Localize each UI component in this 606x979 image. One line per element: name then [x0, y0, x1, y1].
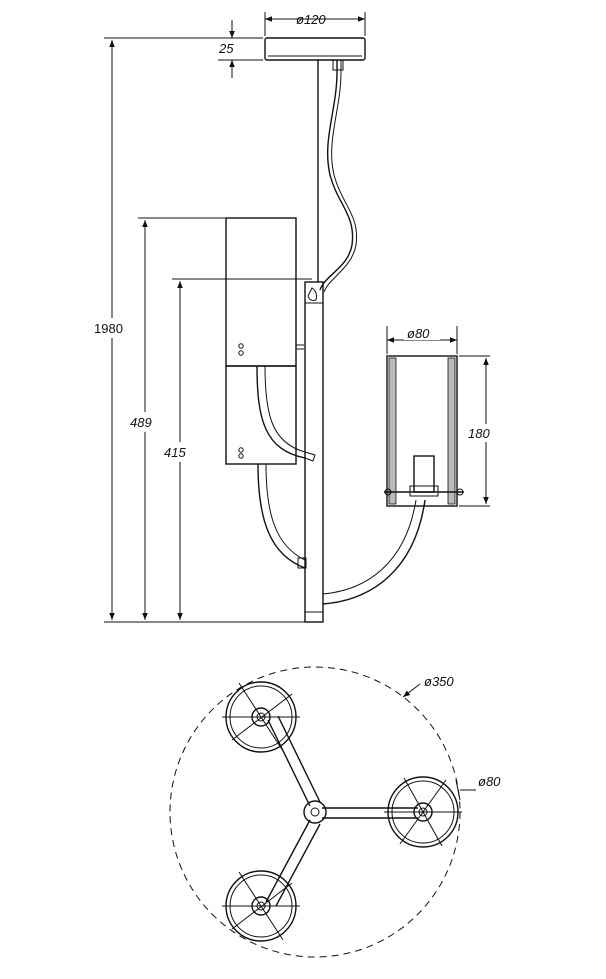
- lower-height-dimension: 415: [162, 278, 312, 620]
- canopy-width-dimension: ø120: [264, 12, 366, 36]
- elevation-view: ø120 25 1980 489: [90, 12, 500, 623]
- right-arm: [322, 499, 426, 605]
- span-diameter-label: ø350: [424, 674, 454, 689]
- back-shade-lower: [225, 365, 297, 465]
- right-lamp-socket: [413, 455, 435, 493]
- canopy-diameter-label: ø120: [296, 12, 326, 27]
- plan-shade-bottom-left: [222, 870, 300, 942]
- plan-hub: [303, 800, 327, 824]
- central-stem: [304, 281, 324, 623]
- lower-left-arm: [257, 463, 306, 569]
- back-arm: [256, 365, 306, 459]
- right-shade-diameter-label: ø80: [407, 326, 430, 341]
- back-shade-upper: [225, 217, 297, 367]
- total-height-label: 1980: [94, 321, 123, 336]
- plan-shade-right: [384, 776, 462, 848]
- plan-arms: [265, 715, 418, 907]
- plan-view: ø350: [169, 666, 501, 958]
- plan-shade-diameter-label: ø80: [478, 774, 501, 789]
- lower-height-label: 415: [164, 445, 186, 460]
- canopy-height-dimension: 25: [218, 20, 263, 78]
- canopy-height-label: 25: [218, 41, 234, 56]
- upper-height-label: 489: [130, 415, 152, 430]
- right-shade-width-dimension: ø80: [386, 326, 458, 354]
- upper-height-dimension: 489: [128, 217, 226, 620]
- canopy: [264, 37, 366, 61]
- right-shade-height-label: 180: [468, 426, 490, 441]
- right-shade-height-dimension: 180: [459, 355, 500, 507]
- power-cord: [319, 60, 354, 291]
- plan-shade-top-left: [222, 681, 300, 753]
- right-shade: [384, 355, 464, 507]
- total-height-dimension: 1980: [90, 37, 305, 623]
